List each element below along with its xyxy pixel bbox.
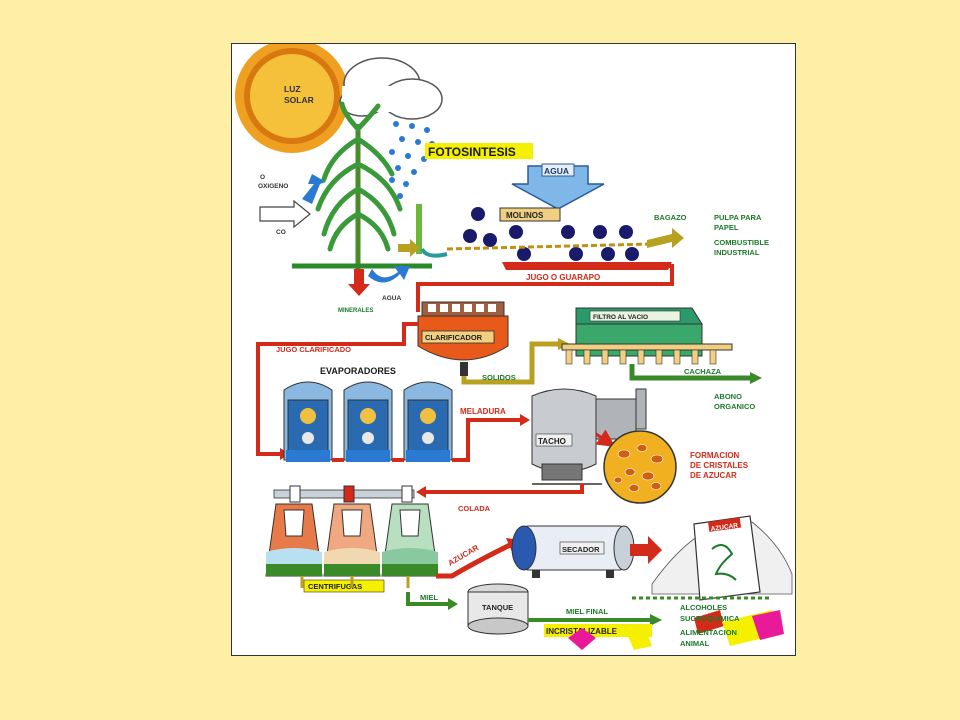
- centrifuges-label: CENTRIFUGAS: [308, 582, 362, 591]
- yellow-tag: [628, 630, 652, 650]
- evaporators-label: EVAPORADORES: [320, 366, 396, 376]
- final-molasses-label: MIEL FINAL: [566, 607, 608, 616]
- water-input-label: AGUA: [544, 166, 569, 176]
- pulp-label-1: PULPA PARA: [714, 213, 762, 222]
- vacuum-filter-icon: [561, 307, 733, 365]
- oxygen-label: OXIGENO: [258, 183, 288, 190]
- oxygen-formula: O: [260, 174, 265, 181]
- centrifuges-label-box: [303, 579, 385, 593]
- unusable-highlight: [544, 624, 652, 637]
- sun-label-2: SOLAR: [284, 95, 314, 105]
- juice-label: JUGO O GUARAPO: [526, 273, 600, 282]
- solids-label: SOLIDOS: [482, 373, 516, 382]
- centrifuge-icon: [265, 503, 439, 577]
- crystal-label-1: FORMACION: [690, 451, 740, 460]
- rain-cloud-icon: [339, 57, 443, 120]
- magenta-tag: [568, 628, 596, 650]
- vacuum-filter-label: FILTRO AL VACIO: [593, 314, 648, 321]
- process-diagram-frame: LUZ SOLAR O OXIGENO CO MINERALES AGUA: [231, 43, 796, 656]
- root-water-arrow: [368, 266, 410, 283]
- sugar-bag-icon: [693, 515, 761, 601]
- strained-label: COLADA: [458, 504, 491, 513]
- photosynthesis-label: FOTOSINTESIS: [428, 145, 516, 159]
- mills-label-box: [499, 207, 561, 222]
- animal-feed-label-2: ANIMAL: [680, 639, 710, 648]
- dryer-to-bag-arrow: [630, 536, 662, 564]
- crystal-label-2: DE CRISTALES: [690, 461, 749, 470]
- cane-conveyor: [420, 247, 448, 258]
- filter-cake-label: CACHAZA: [684, 367, 722, 376]
- vacuum-pan-label: TACHO: [538, 437, 566, 446]
- sugar-process-diagram: LUZ SOLAR O OXIGENO CO MINERALES AGUA: [235, 44, 793, 650]
- oxygen-arrow: [302, 174, 326, 204]
- juice-tray: [502, 262, 672, 270]
- storage-tank-icon: [467, 583, 529, 635]
- clarified-juice-flow: [256, 322, 418, 456]
- bagasse-arrow: [647, 228, 684, 248]
- filter-cake-flow: [629, 364, 752, 381]
- product-tag-magenta: [752, 610, 784, 640]
- syrup-flow: [452, 418, 522, 462]
- co2-label: CO: [276, 229, 286, 236]
- photosynthesis-highlight: [425, 143, 533, 159]
- juice-flow: [416, 264, 674, 312]
- fuel-label-1: COMBUSTIBLE: [714, 238, 769, 247]
- mill-conveyor: [446, 242, 653, 251]
- root-water-label: AGUA: [382, 295, 401, 302]
- molasses-label: MIEL: [420, 593, 438, 602]
- sun-label-1: LUZ: [284, 84, 301, 94]
- evaporator-icon: [283, 381, 453, 462]
- mineral-arrow: [348, 269, 370, 296]
- sugarcane-plant-icon: [315, 101, 403, 269]
- cut-cane-piece: [416, 204, 422, 254]
- syrup-label: MELADURA: [460, 407, 506, 416]
- cane-to-mill-arrow: [398, 239, 420, 257]
- mill-roller-icon: [463, 207, 639, 261]
- water-input-arrow: [511, 165, 605, 210]
- co2-arrow: [259, 199, 311, 229]
- fertilizer-label-2: ORGANICO: [714, 402, 755, 411]
- tank-label: TANQUE: [482, 603, 513, 612]
- molasses-flow: [406, 592, 450, 606]
- sugar-bag-label: AZUCAR: [710, 522, 738, 533]
- sucrochemistry-label: SUCROQUIMICA: [680, 614, 740, 623]
- pulp-label-2: PAPEL: [714, 223, 739, 232]
- centrifuge-header-pipe: [273, 485, 415, 503]
- sugar-flow: [436, 541, 514, 579]
- solids-flow: [461, 341, 562, 385]
- crystal-label-3: DE AZUCAR: [690, 471, 737, 480]
- alcohols-label: ALCOHOLES: [680, 603, 727, 612]
- crystal-dish-icon: [603, 430, 677, 504]
- dryer-label: SECADOR: [562, 545, 600, 554]
- strained-flow: [422, 484, 584, 494]
- raindrops: [389, 121, 435, 199]
- bagasse-label: BAGAZO: [654, 213, 687, 222]
- clarified-juice-label: JUGO CLARIFICADO: [276, 345, 351, 354]
- minerals-label: MINERALES: [338, 308, 373, 314]
- vacuum-pan-icon: [531, 388, 647, 485]
- sun-icon: [235, 44, 349, 153]
- mills-label: MOLINOS: [506, 211, 544, 220]
- clarifier-label: CLARIFICADOR: [425, 333, 483, 342]
- fuel-label-2: INDUSTRIAL: [714, 248, 760, 257]
- fertilizer-label-1: ABONO: [714, 392, 742, 401]
- animal-feed-label-1: ALIMENTACION: [680, 628, 737, 637]
- red-tag: [694, 610, 724, 634]
